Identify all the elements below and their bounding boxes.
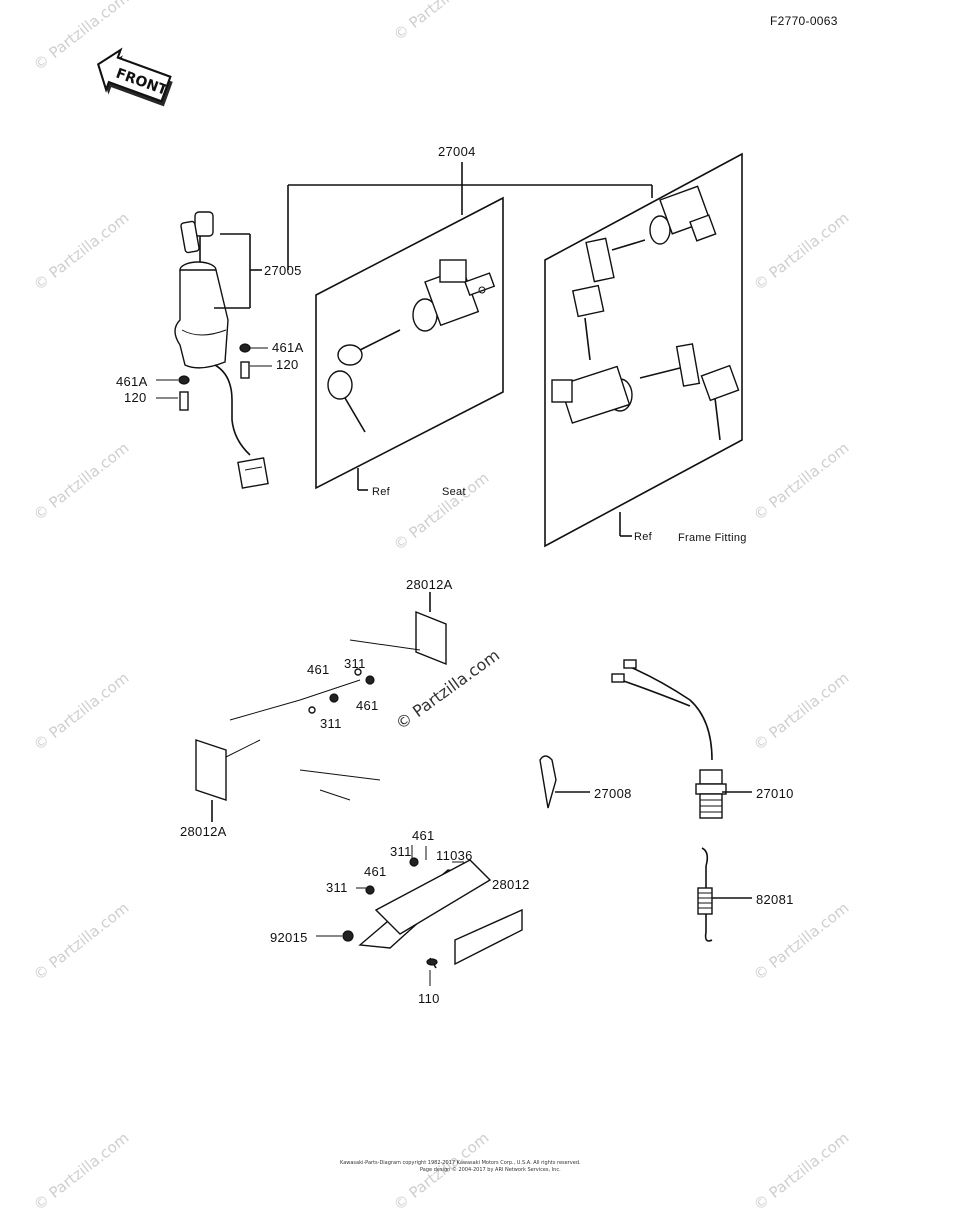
label-92015: 92015 [270, 930, 308, 945]
label-28012: 28012 [492, 877, 530, 892]
seat-lock-cylinder-icon [412, 259, 496, 332]
label-28012A: 28012A [180, 824, 227, 839]
ignition-switch-icon [174, 211, 269, 489]
label-461: 461 [307, 662, 330, 677]
label-28012A: 28012A [406, 577, 453, 592]
label-82081: 82081 [756, 892, 794, 907]
label-311: 311 [344, 656, 366, 671]
label-27004: 27004 [438, 144, 476, 159]
callout-27005 [214, 233, 262, 309]
label-461A: 461A [116, 374, 148, 389]
seat-key-icon [327, 329, 401, 433]
frame-lock-panel [544, 152, 743, 548]
seat-lock-panel [315, 196, 504, 490]
label-ref-frame: Ref [634, 531, 653, 543]
label-27008: 27008 [594, 786, 632, 801]
label-ref-seat: Ref [372, 486, 391, 498]
bulb-icon [539, 755, 590, 809]
callout-27004-bracket [287, 162, 653, 270]
bolt-icon [156, 343, 272, 411]
label-461: 461 [364, 864, 387, 879]
label-27005: 27005 [264, 263, 302, 278]
front-arrow-icon: FRONT [97, 47, 173, 107]
label-11036: 11036 [436, 848, 473, 863]
label-frame-fitting: Frame Fitting [678, 532, 747, 544]
frame-lock-bottom-icon [551, 365, 633, 424]
label-seat: Seat [442, 486, 466, 498]
frame-key-bottom-icon [639, 343, 740, 441]
label-311: 311 [390, 844, 412, 859]
label-120: 120 [276, 357, 299, 372]
footer-copyright: Kawasaki-Parts-Diagram copyright 1982-20… [340, 1160, 581, 1166]
label-461: 461 [356, 698, 379, 713]
label-311: 311 [326, 880, 348, 895]
label-461: 461 [412, 828, 435, 843]
label-311: 311 [320, 716, 342, 731]
label-120: 120 [124, 390, 147, 405]
diagram-code: F2770-0063 [770, 14, 838, 28]
license-bracket-icon [316, 845, 523, 986]
frame-lock-top-icon [649, 185, 717, 245]
label-461A: 461A [272, 340, 304, 355]
stop-switch-icon [611, 659, 752, 819]
reflector-bracket-icon [195, 592, 447, 822]
label-27010: 27010 [756, 786, 794, 801]
label-110: 110 [418, 991, 440, 1006]
spring-icon [697, 847, 752, 942]
footer-page-design: Page design © 2004-2017 by ARI Network S… [420, 1167, 561, 1173]
frame-key-icon [571, 237, 646, 361]
